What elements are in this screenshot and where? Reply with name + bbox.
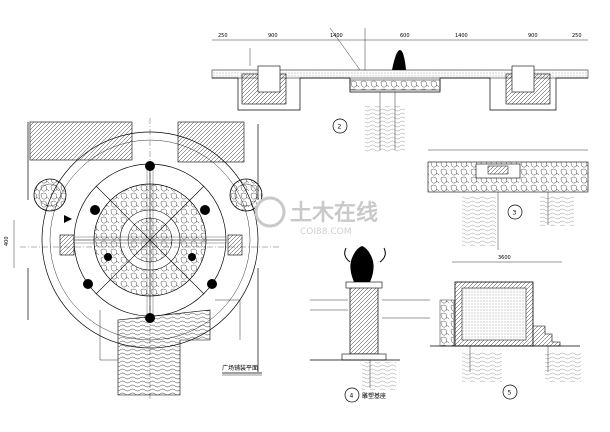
bench-left: [59, 234, 75, 256]
dim-label: 250: [218, 33, 228, 39]
steps: [533, 325, 561, 347]
section-3: 3: [427, 149, 589, 250]
watermark-logo-icon: [254, 196, 286, 228]
sculpture-small: [392, 50, 406, 70]
bollard: [200, 205, 210, 215]
dim-label: 900: [268, 33, 278, 39]
center-basin: [349, 79, 441, 91]
water-feature: [117, 309, 211, 396]
dim-label: 250: [572, 33, 582, 39]
bollard: [188, 253, 196, 261]
section-number-4: 4: [350, 393, 354, 400]
top-left-paving: [29, 121, 133, 161]
section-marker: [64, 215, 72, 223]
top-dimension-labels: 250 900 1400 600 1400 900 250: [218, 33, 582, 39]
dim-sec5: 3600: [498, 255, 511, 261]
section-number-5: 5: [508, 390, 512, 397]
bench-right: [227, 234, 243, 256]
section-bubble-5: [502, 384, 518, 400]
tree-planters: [33, 178, 263, 212]
section-5: 3600 5: [430, 255, 581, 400]
watermark-en: COI88.COM: [300, 227, 351, 237]
section-4-title: 雕塑基座: [362, 392, 386, 400]
tree-planter-right: [229, 178, 263, 212]
bollard: [207, 279, 217, 289]
dim-label: 1400: [455, 33, 468, 39]
section-number-3: 3: [513, 210, 517, 217]
dim-left-1: 400: [4, 236, 10, 246]
section-bubble-3: [507, 204, 523, 220]
pedestal-column: [349, 285, 379, 355]
section-bubble-4: [344, 387, 360, 403]
plaza-plan: 400 广场铺装平面: [4, 118, 280, 400]
bollard: [83, 279, 93, 289]
bollard: [90, 205, 100, 215]
dim-label: 900: [528, 33, 538, 39]
plan-title: 广场铺装平面: [222, 364, 258, 372]
watermark-cn: 土木在线: [290, 200, 378, 226]
tree-planter-left: [33, 178, 67, 212]
watermark: 土木在线 COI88.COM: [254, 196, 378, 237]
section-bubble-2: [332, 118, 348, 134]
bollard: [104, 253, 112, 261]
sculpture-figure: [350, 246, 374, 282]
dim-label: 1400: [330, 33, 343, 39]
callout-stack: [365, 106, 405, 152]
section-4: 4 雕塑基座: [310, 246, 430, 403]
section-2: 250 900 1400 600 1400 900 250: [211, 27, 589, 152]
dim-label: 600: [400, 33, 410, 39]
section-number-2: 2: [338, 124, 342, 131]
top-right-paving: [177, 121, 245, 163]
